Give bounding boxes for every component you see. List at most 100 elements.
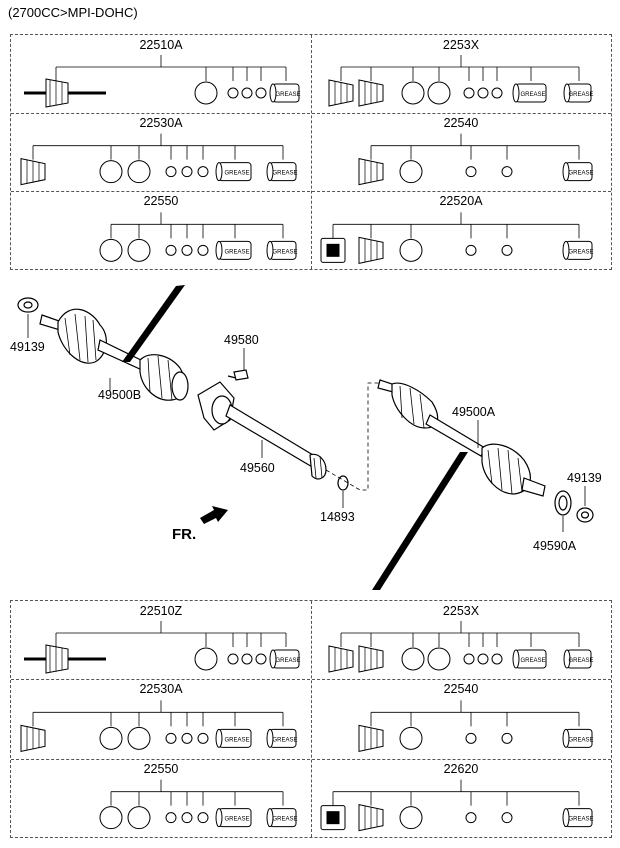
snap-ring-icon <box>165 244 177 256</box>
snap-ring-icon <box>165 166 177 178</box>
pointer-wedge <box>122 285 185 362</box>
snap-ring-icon <box>255 87 267 99</box>
clamp-ring-icon <box>99 238 123 262</box>
boot-icon <box>358 645 384 673</box>
grease-icon: GREASE <box>266 240 298 260</box>
grease-icon: GREASE <box>512 83 547 103</box>
snap-ring-icon <box>181 244 193 256</box>
grease-label: GREASE <box>224 737 249 743</box>
boot-icon <box>358 804 384 832</box>
kit-code: 2253X <box>442 604 480 618</box>
grease-label: GREASE <box>568 817 593 823</box>
snap-ring-icon <box>241 87 253 99</box>
clamp-ring-icon <box>399 238 423 262</box>
clamp-ring-icon <box>194 647 218 671</box>
front-direction-label: FR. <box>172 526 197 543</box>
snap-ring-icon <box>181 166 193 178</box>
grease-label: GREASE <box>275 658 300 664</box>
snap-ring-icon <box>477 87 489 99</box>
kit-code: 22620 <box>443 762 479 776</box>
joint-housing-icon <box>320 805 346 831</box>
front-direction-arrow-icon <box>200 506 228 524</box>
clamp-ring-icon <box>427 81 451 105</box>
callout-49580: 49580 <box>224 333 259 347</box>
grid-divider <box>11 191 611 192</box>
snap-ring-icon <box>165 732 177 744</box>
snap-ring-icon <box>501 166 513 178</box>
snap-ring-icon <box>463 87 475 99</box>
snap-ring-icon <box>465 244 477 256</box>
seal-icon <box>554 490 572 532</box>
kit-code: 22510A <box>139 38 183 52</box>
grease-label: GREASE <box>275 92 300 98</box>
kit-cell-bottom-2[interactable]: 2253X <box>311 601 611 679</box>
boot-icon <box>328 79 354 107</box>
grease-icon: GREASE <box>266 162 298 182</box>
top-kit-grid: 22510A 2253X 22530A 22540 22550 22520A G… <box>10 34 612 270</box>
clamp-ring-icon <box>99 160 123 184</box>
kit-cell-top-5[interactable]: 22550 <box>11 191 311 269</box>
kit-cell-bottom-5[interactable]: 22550 <box>11 759 311 837</box>
snap-ring-icon <box>255 653 267 665</box>
grease-label: GREASE <box>224 817 249 823</box>
bottom-kit-grid: 22510Z 2253X 22530A 22540 22550 22620 GR… <box>10 600 612 838</box>
grease-icon: GREASE <box>512 649 547 669</box>
grease-icon: GREASE <box>215 728 252 748</box>
kit-drawings: GREASE GREASE GREASE GREASE GREASE GREASE GREA… <box>20 621 594 832</box>
kit-cell-top-6[interactable]: 22520A <box>311 191 611 269</box>
kit-cell-bottom-3[interactable]: 22530A <box>11 679 311 757</box>
kit-cell-top-1[interactable]: 22510A <box>11 35 311 113</box>
grid-divider <box>11 113 611 114</box>
boot-icon <box>358 158 384 186</box>
snap-ring-icon <box>491 87 503 99</box>
clamp-ring-icon <box>401 647 425 671</box>
grease-label: GREASE <box>272 737 297 743</box>
clamp-ring-icon <box>99 726 123 750</box>
snap-ring-icon <box>477 653 489 665</box>
kit-code: 22530A <box>139 682 183 696</box>
grease-label: GREASE <box>568 92 593 98</box>
grease-icon: GREASE <box>563 649 594 669</box>
clamp-ring-icon <box>127 238 151 262</box>
clamp-ring-icon <box>401 81 425 105</box>
grid-divider <box>11 679 611 680</box>
joint-housing-icon <box>320 237 346 263</box>
clamp-ring-icon <box>399 806 423 830</box>
callout-49139-right: 49139 <box>567 471 602 485</box>
kit-cell-top-4[interactable]: 22540 <box>311 113 611 191</box>
callout-49500B: 49500B <box>98 388 142 402</box>
boot-icon <box>328 645 354 673</box>
snap-ring-icon <box>465 166 477 178</box>
grease-label: GREASE <box>272 249 297 255</box>
kit-cell-top-3[interactable]: 22530A <box>11 113 311 191</box>
callout-49139-left: 49139 <box>10 340 45 354</box>
kit-cell-bottom-6[interactable]: 22620 <box>311 759 611 837</box>
clamp-ring-icon <box>127 160 151 184</box>
grease-label: GREASE <box>224 249 249 255</box>
snap-ring-icon <box>227 653 239 665</box>
grease-icon: GREASE <box>562 240 594 260</box>
kit-cell-top-2[interactable]: 2253X <box>311 35 611 113</box>
boot-icon <box>20 724 46 752</box>
kit-code: 22540 <box>443 116 479 130</box>
axle-assembly-icon <box>24 644 106 674</box>
callout-49560: 49560 <box>240 461 275 475</box>
snap-ring-icon <box>165 812 177 824</box>
kit-drawings: GREASE GREASE GREASE GREASE GREASE GREASE GREA… <box>20 55 594 264</box>
kit-code: 22530A <box>139 116 183 130</box>
kit-cell-bottom-4[interactable]: 22540 <box>311 679 611 757</box>
snap-ring-icon <box>181 812 193 824</box>
kit-cell-bottom-1[interactable]: 22510Z <box>11 601 311 679</box>
snap-ring-icon <box>227 87 239 99</box>
grid-divider <box>311 35 312 269</box>
snap-ring-icon <box>181 732 193 744</box>
clamp-ring-icon <box>399 726 423 750</box>
grease-icon: GREASE <box>269 83 301 103</box>
grease-label: GREASE <box>520 92 545 98</box>
clamp-ring-icon <box>127 806 151 830</box>
grease-label: GREASE <box>568 658 593 664</box>
grease-icon: GREASE <box>266 808 298 828</box>
grease-icon: GREASE <box>562 808 594 828</box>
grease-icon: GREASE <box>215 162 252 182</box>
grease-label: GREASE <box>568 737 593 743</box>
